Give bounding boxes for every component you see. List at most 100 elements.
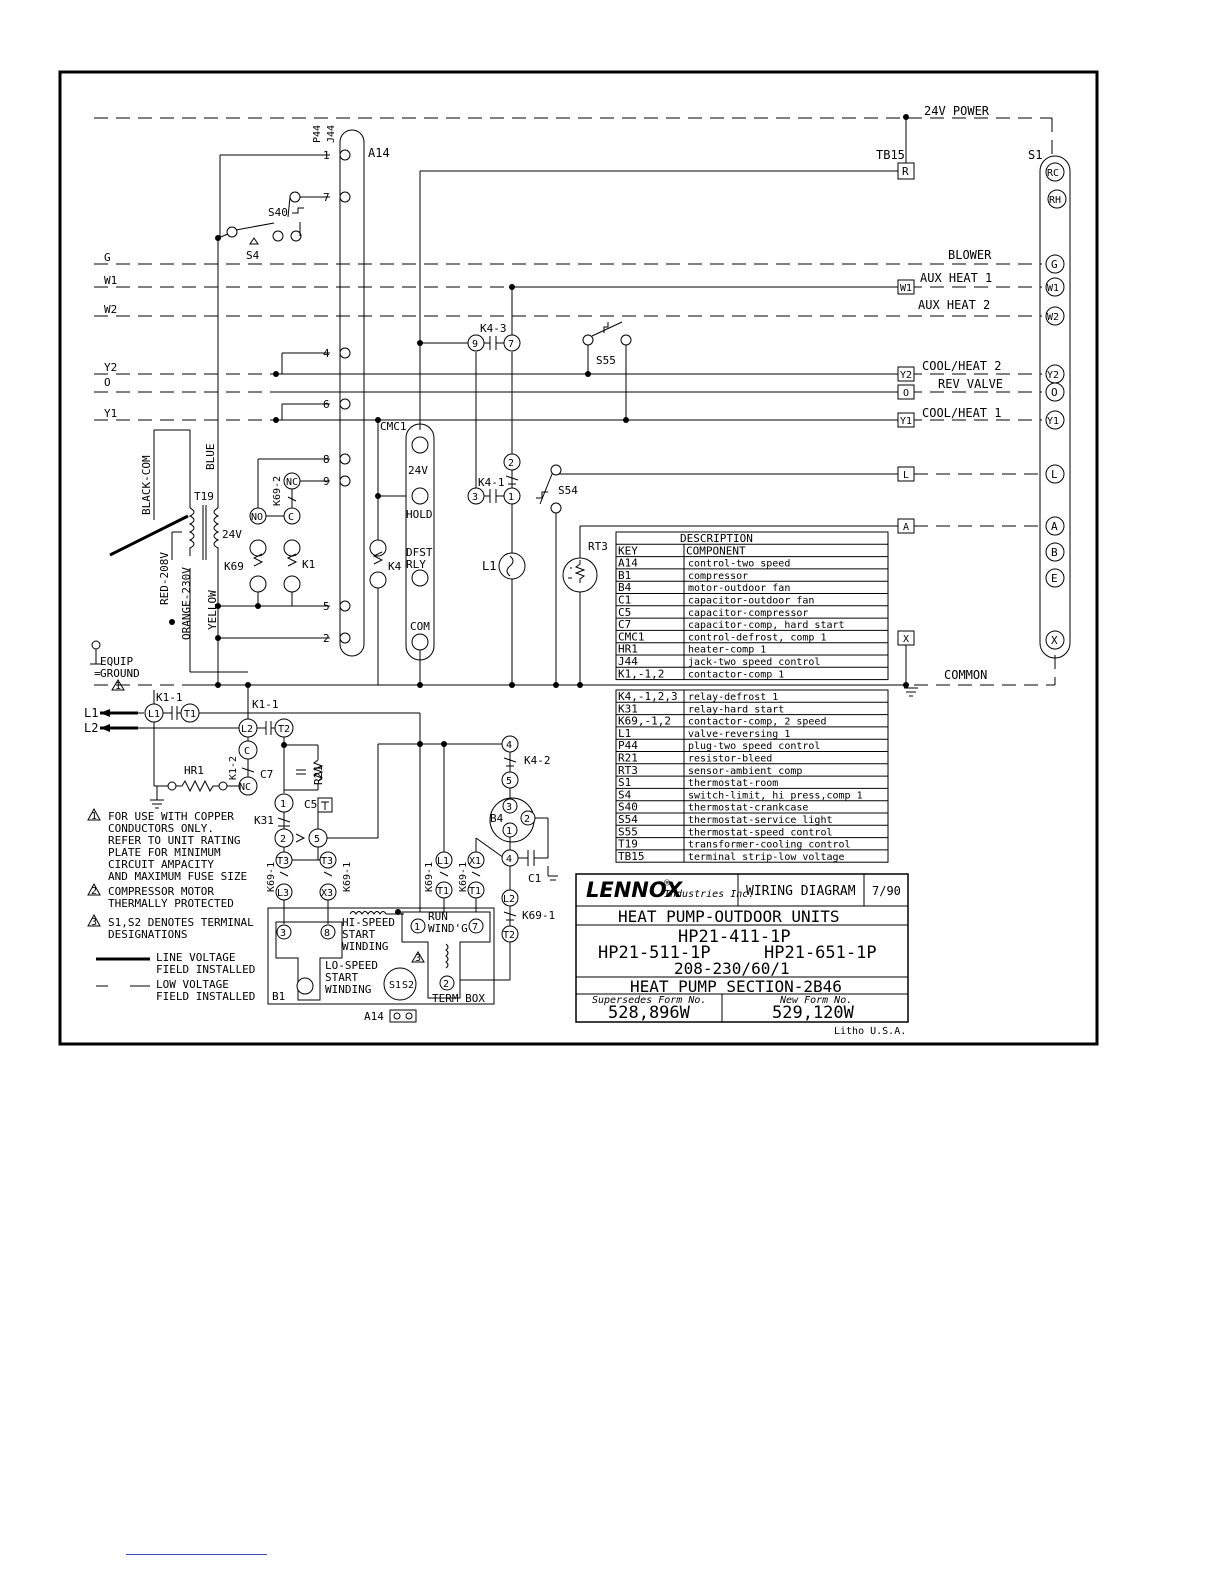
svg-text:L3: L3 bbox=[277, 888, 289, 899]
svg-text:LO-SPEED: LO-SPEED bbox=[325, 959, 378, 972]
svg-text:HR1: HR1 bbox=[184, 764, 204, 777]
svg-text:8: 8 bbox=[324, 928, 330, 939]
legend-component: thermostat-speed control bbox=[688, 827, 833, 838]
svg-text:1: 1 bbox=[280, 799, 286, 810]
svg-text:3: 3 bbox=[506, 802, 512, 813]
legend-title: DESCRIPTION bbox=[680, 532, 753, 545]
legend-key: A14 bbox=[618, 557, 638, 570]
svg-text:3: 3 bbox=[472, 492, 478, 503]
svg-text:T2: T2 bbox=[503, 930, 515, 941]
diagram-date: 7/90 bbox=[872, 884, 901, 898]
industries-label: Industries Inc. bbox=[664, 889, 754, 900]
svg-text:NC: NC bbox=[239, 782, 251, 793]
svg-text:1: 1 bbox=[414, 922, 420, 933]
legend-key: P44 bbox=[618, 739, 638, 752]
svg-text:A: A bbox=[903, 522, 909, 533]
p44-label: P44 bbox=[312, 125, 323, 143]
svg-text:X3: X3 bbox=[321, 888, 333, 899]
tb15-r-label: R bbox=[902, 165, 909, 178]
svg-text:START: START bbox=[342, 928, 375, 941]
svg-text:3: 3 bbox=[91, 917, 97, 928]
svg-text:CONDUCTORS ONLY.: CONDUCTORS ONLY. bbox=[108, 822, 214, 835]
lennox-brand: LENNOX bbox=[586, 878, 684, 902]
legend-component: compressor bbox=[688, 571, 748, 582]
svg-text:4: 4 bbox=[506, 740, 512, 751]
svg-text:NO: NO bbox=[251, 512, 263, 523]
left-wire-labels: G W1 W2 Y2 O Y1 bbox=[104, 251, 117, 420]
svg-text:L1: L1 bbox=[437, 856, 449, 867]
supersedes-label: Supersedes Form No. bbox=[592, 995, 706, 1006]
svg-text:1: 1 bbox=[115, 681, 121, 692]
svg-text:A14: A14 bbox=[364, 1010, 384, 1023]
svg-text:E: E bbox=[1051, 572, 1058, 585]
svg-text:5: 5 bbox=[506, 776, 512, 787]
svg-text:2: 2 bbox=[524, 814, 530, 825]
svg-text:X: X bbox=[1051, 634, 1058, 647]
title-block: LENNOX ® Industries Inc. WIRING DIAGRAM … bbox=[575, 873, 909, 1037]
svg-text:FOR USE WITH COPPER: FOR USE WITH COPPER bbox=[108, 810, 234, 823]
svg-text:TERM BOX: TERM BOX bbox=[432, 992, 485, 1005]
legend-component: capacitor-comp, hard start bbox=[688, 620, 845, 631]
j44-label: J44 bbox=[326, 125, 337, 143]
svg-text:DESIGNATIONS: DESIGNATIONS bbox=[108, 928, 187, 941]
svg-text:L1: L1 bbox=[148, 709, 160, 720]
svg-text:K69-1: K69-1 bbox=[342, 862, 353, 892]
svg-text:LOW VOLTAGE: LOW VOLTAGE bbox=[156, 978, 229, 991]
svg-text:C7: C7 bbox=[260, 768, 273, 781]
svg-text:COOL/HEAT 2: COOL/HEAT 2 bbox=[922, 359, 1001, 373]
svg-text:G: G bbox=[104, 251, 111, 264]
svg-text:B1: B1 bbox=[272, 990, 285, 1003]
legend-component-header: COMPONENT bbox=[686, 544, 746, 557]
line-voltage-field-wire bbox=[109, 514, 189, 557]
legend-key: S55 bbox=[618, 825, 638, 838]
svg-text:BLUE: BLUE bbox=[204, 444, 217, 471]
svg-text:L: L bbox=[903, 470, 909, 481]
svg-text:AND MAXIMUM FUSE SIZE: AND MAXIMUM FUSE SIZE bbox=[108, 870, 247, 883]
legend-key: TB15 bbox=[618, 850, 645, 863]
svg-text:REFER TO UNIT RATING: REFER TO UNIT RATING bbox=[108, 834, 240, 847]
k69-contactor-coils: K69-2 NC NO C K69 K1 bbox=[224, 459, 315, 606]
svg-text:X1: X1 bbox=[469, 856, 481, 867]
svg-text:CIRCUIT AMPACITY: CIRCUIT AMPACITY bbox=[108, 858, 214, 871]
svg-text:5: 5 bbox=[314, 834, 320, 845]
svg-text:2: 2 bbox=[323, 632, 330, 645]
legend-key: K4,-1,2,3 bbox=[618, 690, 678, 703]
svg-text:REV VALVE: REV VALVE bbox=[938, 377, 1003, 391]
legend-key: S1 bbox=[618, 776, 631, 789]
legend-component: transformer-cooling control bbox=[688, 840, 851, 851]
svg-text:W1: W1 bbox=[1047, 283, 1059, 294]
svg-text:1: 1 bbox=[506, 826, 512, 837]
svg-text:S1,S2 DENOTES TERMINAL: S1,S2 DENOTES TERMINAL bbox=[108, 916, 254, 929]
legend-component: valve-reversing 1 bbox=[688, 729, 790, 740]
svg-text:K69-1: K69-1 bbox=[266, 862, 277, 892]
svg-text:O: O bbox=[104, 376, 111, 389]
svg-text:Y1: Y1 bbox=[900, 416, 912, 427]
legend-component: contactor-comp 1 bbox=[688, 669, 784, 680]
svg-text:NC: NC bbox=[286, 477, 298, 488]
svg-text:L2: L2 bbox=[84, 721, 98, 735]
svg-text:1: 1 bbox=[508, 492, 514, 503]
svg-text:W1: W1 bbox=[104, 274, 117, 287]
footer-link-underline[interactable] bbox=[126, 1554, 267, 1555]
wiring-notes: 1 FOR USE WITH COPPER CONDUCTORS ONLY. R… bbox=[87, 807, 255, 1003]
svg-text:W1: W1 bbox=[900, 283, 912, 294]
svg-text:K1-2: K1-2 bbox=[228, 756, 239, 780]
svg-text:B: B bbox=[1051, 546, 1058, 559]
legend-key: CMC1 bbox=[618, 630, 645, 643]
legend-component: relay-hard start bbox=[688, 704, 784, 715]
svg-text:L: L bbox=[1051, 468, 1058, 481]
legend-key: S40 bbox=[618, 801, 638, 814]
s40-s4-switches: S40 S4 bbox=[217, 191, 304, 262]
svg-text:1: 1 bbox=[323, 149, 330, 162]
svg-text:3: 3 bbox=[280, 928, 286, 939]
svg-text:WINDING: WINDING bbox=[325, 983, 371, 996]
svg-text:K69-1: K69-1 bbox=[458, 862, 469, 892]
svg-text:K4-2: K4-2 bbox=[524, 754, 551, 767]
model-3: HP21-651-1P bbox=[764, 943, 877, 963]
svg-text:2: 2 bbox=[443, 979, 449, 990]
svg-text:A: A bbox=[1051, 520, 1058, 533]
legend-component: resistor-bleed bbox=[688, 754, 772, 765]
svg-text:=: = bbox=[94, 667, 101, 680]
